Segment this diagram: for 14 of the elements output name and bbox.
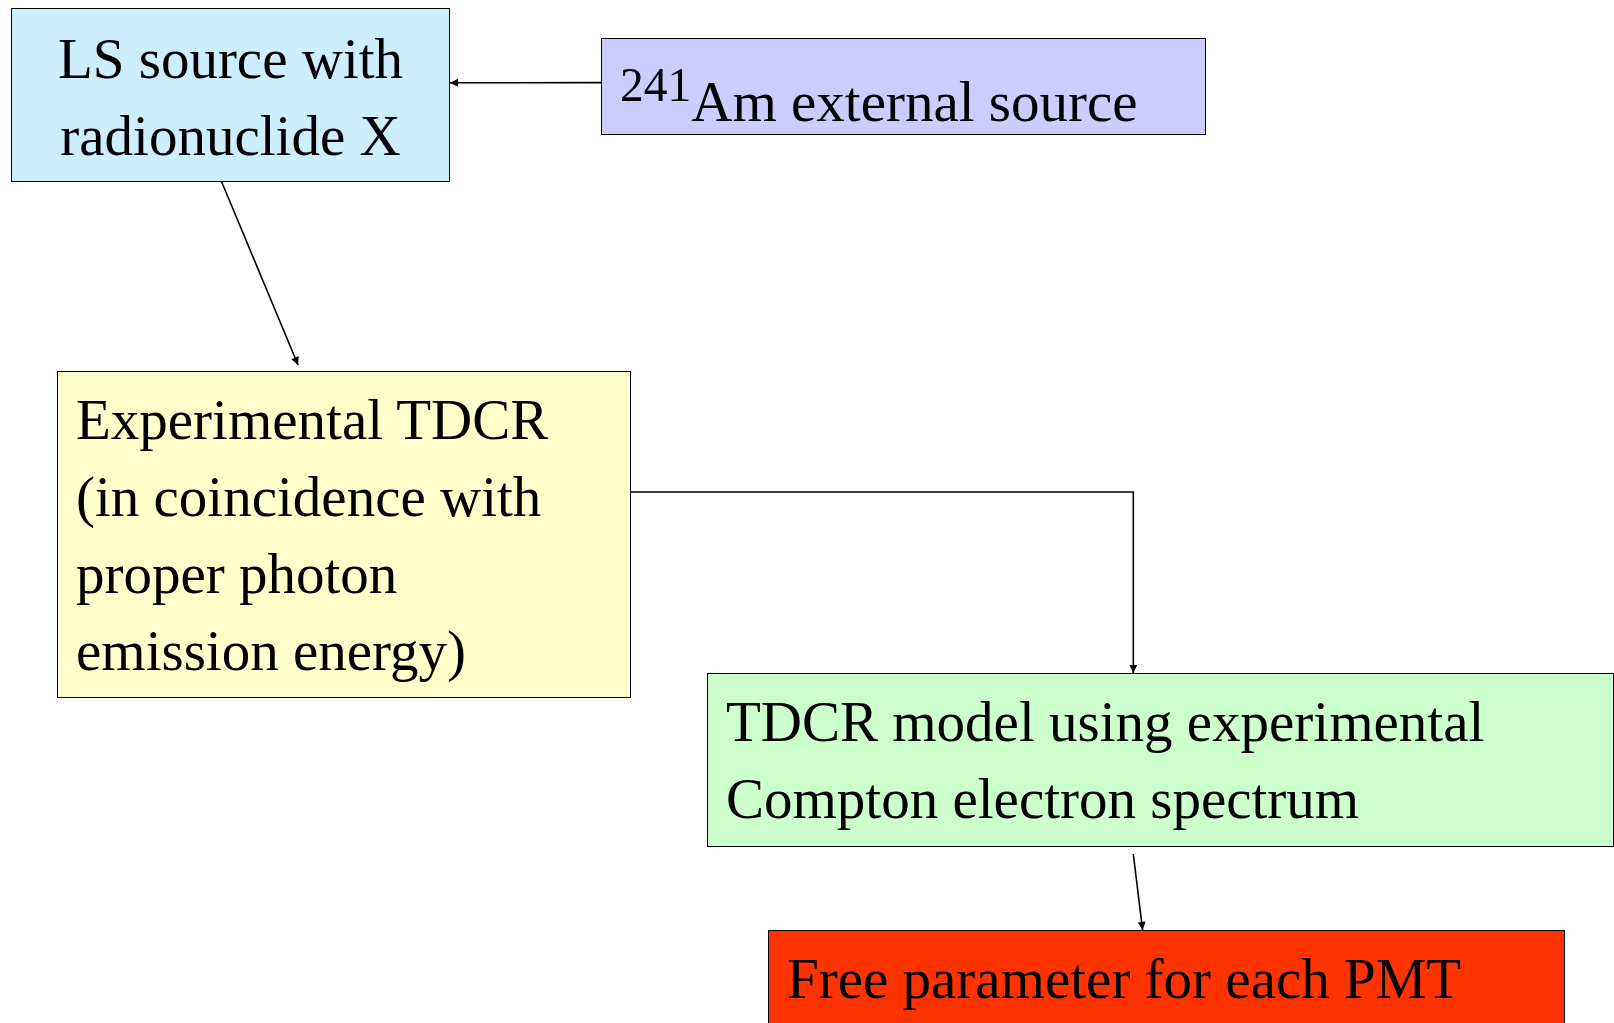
process-box bbox=[57, 371, 631, 698]
node-text: TDCR model using experimental Compton electron spectrum bbox=[726, 689, 1486, 832]
node-text: Free parameter for each PMT bbox=[787, 946, 1463, 1012]
node-text: $^{241}$Am external source bbox=[620, 58, 1139, 135]
result-box bbox=[768, 930, 1565, 1023]
source-box bbox=[11, 8, 450, 182]
process-box bbox=[707, 673, 1614, 847]
arrow bbox=[449, 78, 602, 87]
node-text: LS source with radionuclide X bbox=[56, 26, 405, 169]
source-box bbox=[601, 38, 1206, 135]
node-text: Experimental TDCR (in coincidence with proper photon emission energy) bbox=[76, 387, 550, 684]
arrow bbox=[630, 491, 1138, 674]
arrow bbox=[220, 181, 299, 366]
arrow bbox=[1132, 853, 1146, 931]
